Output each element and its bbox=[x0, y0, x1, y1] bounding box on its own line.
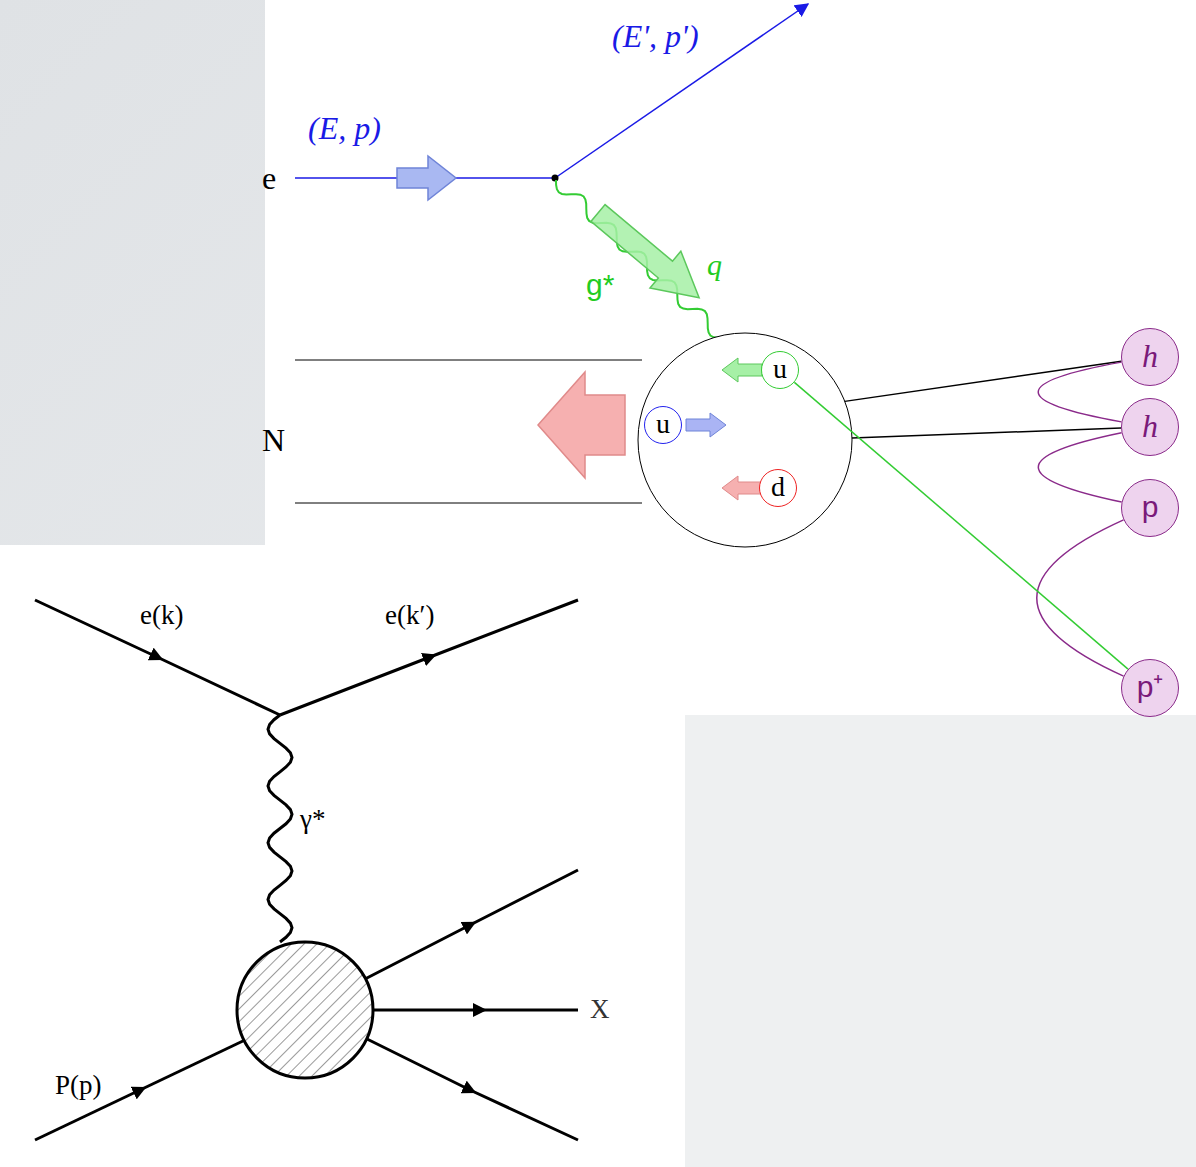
blob bbox=[237, 942, 373, 1078]
hadron-circle: h bbox=[1121, 328, 1179, 386]
nucleon: Nu u d bbox=[262, 330, 862, 555]
quark-arrow bbox=[722, 358, 762, 382]
connector bbox=[852, 428, 1121, 438]
particle-name: h bbox=[1142, 340, 1158, 372]
feynman-label: e(k′) bbox=[385, 602, 434, 629]
quark-circle: u bbox=[644, 406, 682, 444]
particle-name: d bbox=[771, 473, 785, 501]
hadron-circle: p⁺ bbox=[1121, 659, 1179, 717]
feynman-label: γ* bbox=[300, 806, 325, 833]
particle-label: e bbox=[262, 162, 276, 194]
photon-label: g* bbox=[586, 270, 614, 300]
nucleon-band bbox=[295, 360, 642, 361]
fermion-line bbox=[373, 1009, 578, 1012]
quark-arrow bbox=[686, 413, 726, 437]
feynman-label: e(k) bbox=[140, 602, 183, 629]
momentum-arrow bbox=[583, 195, 715, 317]
fermion-line bbox=[280, 600, 578, 715]
nucleon-circle bbox=[638, 333, 852, 547]
nucleon-band bbox=[295, 503, 642, 504]
vertex bbox=[552, 175, 559, 182]
connector bbox=[794, 382, 1128, 669]
hadron-circle: h bbox=[1121, 398, 1179, 456]
panel bbox=[685, 715, 1196, 1167]
fermion-line bbox=[35, 600, 280, 715]
kinematics-label: (E', p') bbox=[612, 20, 699, 52]
electron-line bbox=[555, 4, 808, 178]
blob bbox=[237, 942, 373, 1078]
quark-arrow bbox=[722, 476, 762, 500]
particle-name: h bbox=[1142, 410, 1158, 442]
quark-circle: d bbox=[759, 469, 797, 507]
connector bbox=[1038, 433, 1121, 502]
fermion-line bbox=[35, 1040, 245, 1140]
connector bbox=[1037, 520, 1124, 676]
momentum-label: q bbox=[707, 250, 722, 280]
kinematics-label: (E, p) bbox=[308, 112, 381, 144]
particle-name: u bbox=[773, 355, 787, 383]
hadron-circle: p bbox=[1121, 479, 1179, 537]
fermion-line bbox=[367, 1039, 578, 1140]
particle-name: p⁺ bbox=[1137, 672, 1164, 702]
connector bbox=[845, 361, 1122, 401]
particle-name: u bbox=[656, 410, 670, 438]
feynman-label: P(p) bbox=[55, 1072, 102, 1099]
feynman-label: X bbox=[590, 996, 610, 1023]
photon-wave bbox=[556, 180, 738, 352]
nucleon-arrow bbox=[538, 372, 625, 478]
panel bbox=[265, 0, 1196, 715]
quark-circle: u bbox=[761, 351, 799, 389]
nucleon-label: N bbox=[262, 424, 285, 456]
fermion-line bbox=[365, 870, 578, 979]
particle-name: p bbox=[1142, 492, 1159, 522]
momentum-arrow bbox=[397, 156, 456, 200]
connector bbox=[1038, 362, 1121, 422]
panel bbox=[0, 545, 685, 1167]
photon-wave bbox=[268, 715, 292, 942]
